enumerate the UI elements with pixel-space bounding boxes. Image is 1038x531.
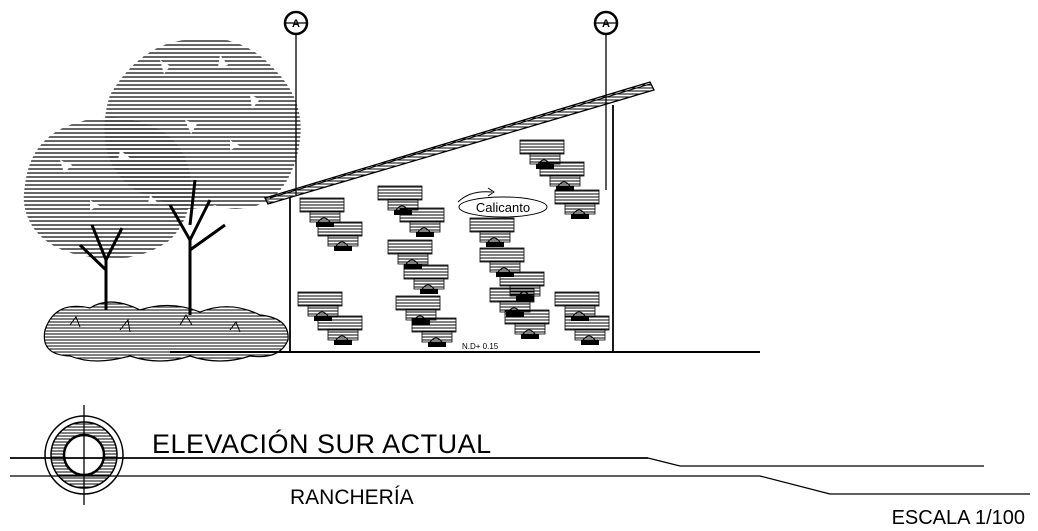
grid-marker-label: A [602,18,610,30]
grid-axis-right: A [593,10,619,190]
scale-label: ESCALA 1/100 [892,507,1025,529]
drawing-title: ELEVACIÓN SUR ACTUAL [152,428,492,459]
shrub-group [43,301,289,362]
level-note: N.D+ 0.15 [462,342,499,351]
building-elevation: Calicanto N.D+ 0.15 [264,81,655,352]
stone-masonry-pattern [297,139,610,348]
drawing-subtitle: RANCHERÍA [290,486,414,509]
title-symbol [44,405,124,505]
material-note-callout: Calicanto [457,187,548,218]
grid-marker-label: A [292,18,300,30]
tree-front-canopy [23,117,191,259]
roof-slab [264,81,655,205]
tree-trunks [78,179,226,315]
grid-axis-left: A [283,10,309,195]
material-note: Calicanto [476,200,530,215]
